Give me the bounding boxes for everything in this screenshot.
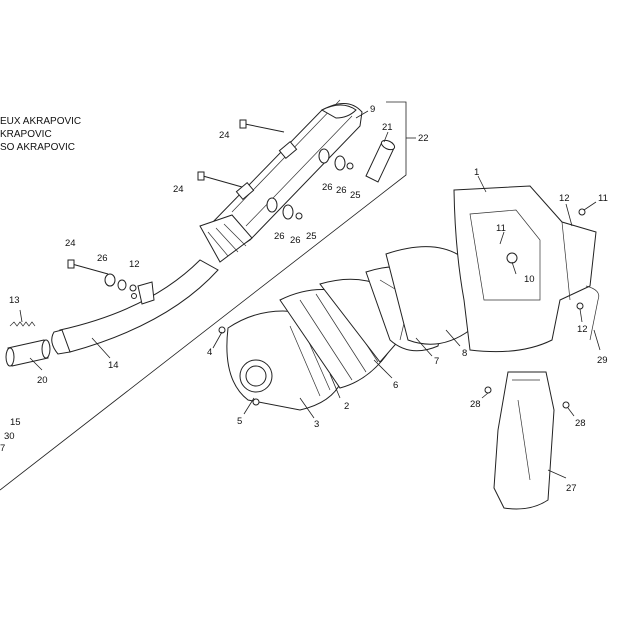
washers-26: [104, 148, 354, 292]
callout-7-left: 7: [0, 443, 5, 454]
callout-labels: 1 2 3 4 5 6 7 8 9 10 11 11 12 12 12 13 1…: [0, 104, 608, 494]
callout-15: 15: [10, 417, 21, 428]
callout-12c: 12: [129, 259, 140, 270]
intake-duct-27: [493, 371, 555, 510]
callout-30: 30: [4, 431, 15, 442]
callout-22: 22: [418, 133, 429, 144]
callout-29: 29: [597, 355, 608, 366]
callout-24b: 24: [173, 184, 184, 195]
callout-24a: 24: [219, 130, 230, 141]
small-fasteners: [131, 208, 586, 409]
callout-14: 14: [108, 360, 119, 371]
callout-28b: 28: [575, 418, 586, 429]
callout-25a: 25: [350, 190, 361, 201]
spring-13: [9, 321, 36, 327]
callout-26d: 26: [290, 235, 301, 246]
callout-25b: 25: [306, 231, 317, 242]
callout-26a: 26: [322, 182, 333, 193]
leader-lines: [19, 110, 601, 479]
callout-11b: 11: [598, 193, 608, 204]
callout-6: 6: [393, 380, 398, 391]
callout-11a: 11: [496, 223, 506, 234]
callout-4: 4: [207, 347, 212, 358]
sleeve-20: [5, 339, 51, 367]
callout-10: 10: [524, 274, 535, 285]
callout-12b: 12: [577, 324, 588, 335]
muffler: [199, 99, 363, 263]
callout-3: 3: [314, 419, 319, 430]
callout-13: 13: [9, 295, 20, 306]
callout-1: 1: [474, 167, 479, 178]
callout-26b: 26: [336, 185, 347, 196]
callout-28a: 28: [470, 399, 481, 410]
callout-26e: 26: [97, 253, 108, 264]
callout-26c: 26: [274, 231, 285, 242]
group-22-bracket: [0, 101, 416, 491]
bolts-24: [67, 119, 285, 275]
callout-2: 2: [344, 401, 349, 412]
link-pipe: [51, 259, 219, 355]
legend-line-3: SO AKRAPOVIC: [0, 142, 76, 153]
callout-21: 21: [382, 122, 393, 133]
callout-27: 27: [566, 483, 577, 494]
callout-8: 8: [462, 348, 467, 359]
clamp-29: [585, 285, 600, 341]
callout-5: 5: [237, 416, 242, 427]
tail-tip-21: [365, 139, 396, 183]
legend-line-2: KRAPOVIC: [0, 129, 52, 140]
callout-20: 20: [37, 375, 48, 386]
callout-12a: 12: [559, 193, 570, 204]
airbox-1: [453, 185, 597, 353]
callout-7: 7: [434, 356, 439, 367]
callout-24c: 24: [65, 238, 76, 249]
legend-line-1: EUX AKRAPOVIC: [0, 116, 82, 127]
callout-9: 9: [370, 104, 375, 115]
